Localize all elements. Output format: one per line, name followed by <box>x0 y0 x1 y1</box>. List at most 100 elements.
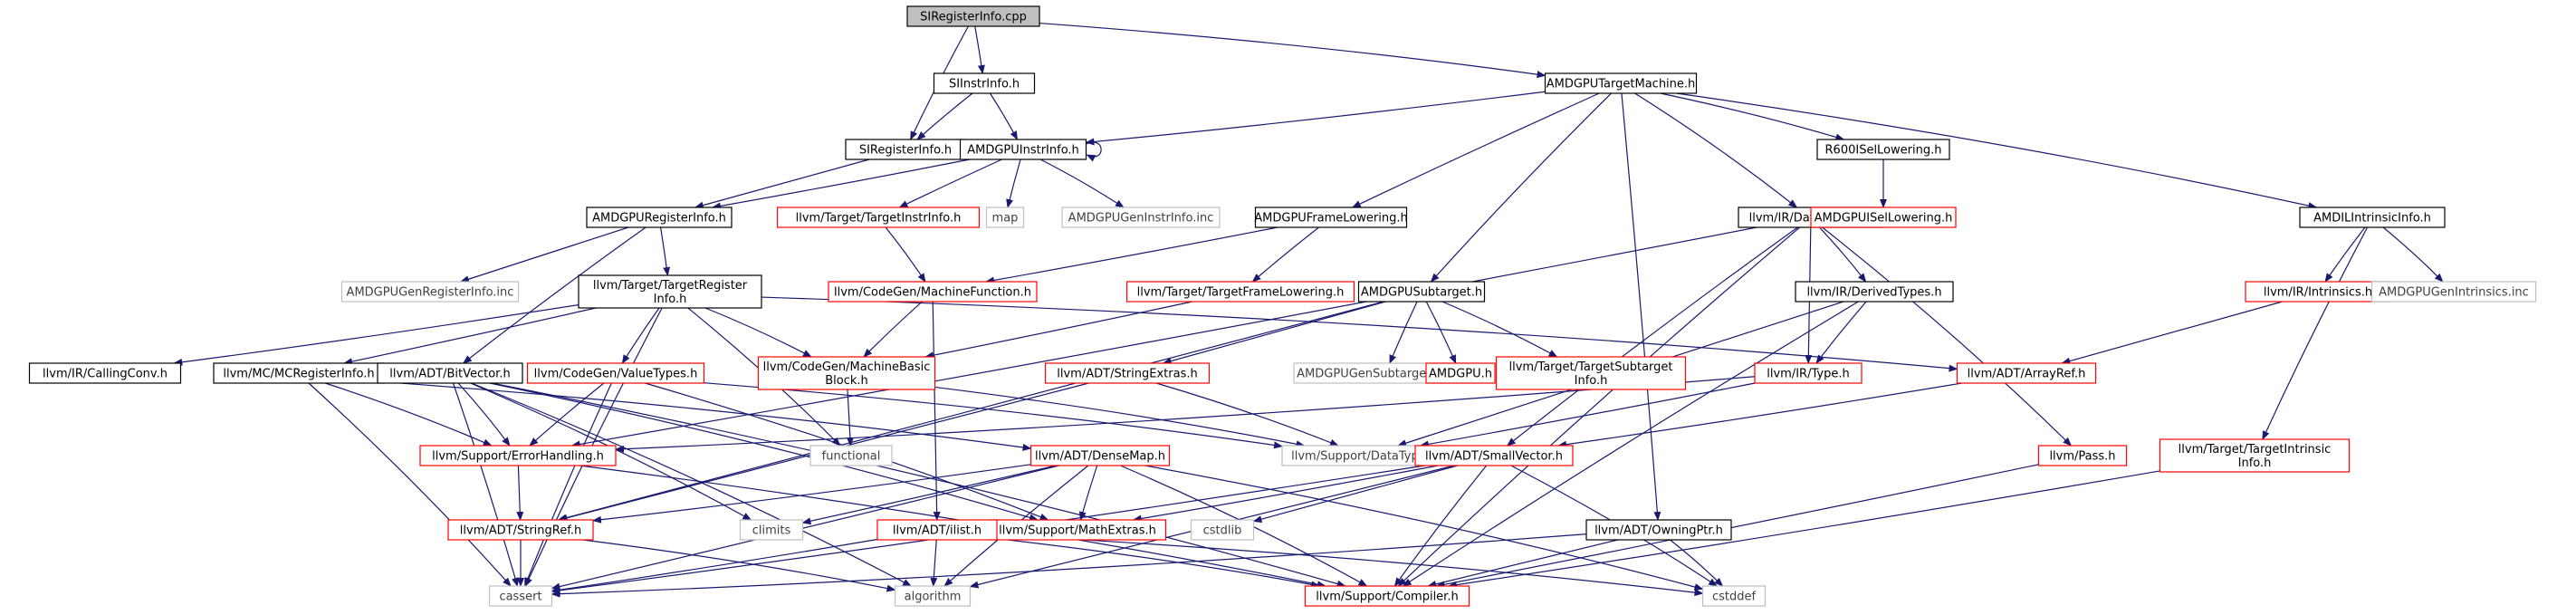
graph-node[interactable]: llvm/ADT/StringExtras.h <box>1044 362 1211 384</box>
node-label: AMDGPU.h <box>1429 368 1492 381</box>
dependency-edge <box>1660 92 1845 141</box>
dependency-edge <box>383 381 1032 451</box>
dependency-edge <box>1393 465 1488 587</box>
graph-node[interactable]: llvm/CodeGen/MachineFunction.h <box>828 281 1038 303</box>
node-label: llvm/ADT/StringExtras.h <box>1057 368 1197 381</box>
node-label: llvm/ADT/ilist.h <box>893 524 982 538</box>
graph-node[interactable]: SIRegisterInfo.h <box>845 139 966 160</box>
graph-node[interactable]: llvm/Support/ErrorHandling.h <box>419 445 617 466</box>
graph-node[interactable]: AMDGPUISelLowering.h <box>1810 207 1957 228</box>
node-label: llvm/IR/DerivedTypes.h <box>1806 286 1941 300</box>
dependency-edge <box>1419 382 1756 448</box>
graph-node[interactable]: llvm/ADT/BitVector.h <box>377 362 523 384</box>
node-box <box>340 281 520 303</box>
graph-node[interactable]: llvm/Support/Compiler.h <box>1304 585 1470 607</box>
dependency-edge <box>930 539 938 587</box>
node-label: llvm/IR/Type.h <box>1767 368 1849 381</box>
node-box <box>578 274 762 309</box>
node-box <box>876 519 998 541</box>
graph-node[interactable]: llvm/ADT/OwningPtr.h <box>1585 519 1732 541</box>
graph-node[interactable]: AMDGPUSubtarget.h <box>1357 281 1486 303</box>
dependency-edge <box>570 226 1757 448</box>
node-box <box>586 207 733 228</box>
node-label: llvm/Target/TargetIntrinsic <box>2179 443 2332 456</box>
graph-node[interactable]: AMDGPUTargetMachine.h <box>1544 72 1698 94</box>
graph-node[interactable]: SIRegisterInfo.cpp <box>906 5 1040 27</box>
dependency-edge <box>694 159 870 209</box>
node-label: llvm/ADT/SmallVector.h <box>1425 450 1563 464</box>
graph-node[interactable]: llvm/Pass.h <box>2037 445 2128 466</box>
graph-node[interactable]: llvm/ADT/ArrayRef.h <box>1956 362 2097 384</box>
dependency-edge <box>452 382 519 587</box>
graph-node[interactable]: AMDGPUInstrInfo.h <box>959 139 1087 160</box>
dependency-edge <box>615 376 1756 453</box>
node-label: llvm/CodeGen/ValueTypes.h <box>534 368 698 381</box>
dependency-edge <box>1430 92 1612 283</box>
dependency-edge <box>974 25 985 74</box>
graph-node[interactable]: llvm/Target/TargetInstrInfo.h <box>776 207 981 228</box>
graph-node[interactable]: llvm/IR/DerivedTypes.h <box>1795 281 1954 303</box>
graph-node: AMDGPUGenInstrInfo.inc <box>1061 207 1221 228</box>
graph-node: llvm/Support/DataTypes.h <box>1281 445 1453 466</box>
dependency-edge <box>1162 301 1386 365</box>
dependency-edge <box>1085 91 1546 146</box>
node-label: Info.h <box>1575 374 1608 388</box>
dependency-edge <box>529 382 605 447</box>
graph-node[interactable]: AMDGPURegisterInfo.h <box>586 207 733 228</box>
dependency-edge <box>524 382 612 587</box>
graph-node[interactable]: AMDILIntrinsicInfo.h <box>2299 207 2446 228</box>
dependency-edge <box>660 226 671 276</box>
dependency-edge <box>1351 92 1600 208</box>
graph-node[interactable]: llvm/ADT/SmallVector.h <box>1414 445 1574 466</box>
graph-node[interactable]: llvm/IR/Type.h <box>1754 362 1863 384</box>
node-box <box>447 519 594 541</box>
node-label: llvm/IR/CallingConv.h <box>43 368 168 381</box>
node-box <box>1956 362 2097 384</box>
dependency-edge <box>1144 465 1704 591</box>
node-box <box>526 362 705 384</box>
graph-node[interactable]: llvm/Support/MathExtras.h <box>988 519 1167 541</box>
node-label: Block.h <box>825 374 868 388</box>
node-box <box>1414 445 1574 466</box>
node-label: AMDGPUGenRegisterInfo.inc <box>347 286 514 300</box>
node-label: llvm/Target/TargetSubtarget <box>1508 360 1672 374</box>
graph-node: AMDGPUGenRegisterInfo.inc <box>340 281 520 303</box>
node-label: llvm/ADT/ArrayRef.h <box>1968 368 2086 381</box>
node-label: llvm/ADT/BitVector.h <box>389 368 510 381</box>
node-label: AMDGPUTargetMachine.h <box>1547 78 1696 91</box>
graph-node[interactable]: llvm/MC/MCRegisterInfo.h <box>213 362 385 384</box>
graph-node[interactable]: llvm/ADT/ilist.h <box>876 519 998 541</box>
node-box <box>1357 281 1486 303</box>
dependency-edge <box>996 533 1704 597</box>
graph-node[interactable]: llvm/ADT/StringRef.h <box>447 519 594 541</box>
dependency-edge <box>1039 22 1547 79</box>
graph-node[interactable]: llvm/Target/TargetFrameLowering.h <box>1125 281 1355 303</box>
node-box <box>985 207 1025 228</box>
graph-node[interactable]: llvm/CodeGen/ValueTypes.h <box>526 362 705 384</box>
edges-layer <box>173 22 2444 598</box>
node-box <box>1029 445 1171 466</box>
graph-node[interactable]: AMDGPUFrameLowering.h <box>1254 207 1408 228</box>
graph-node[interactable]: R600ISelLowering.h <box>1816 139 1950 160</box>
node-label: AMDGPUGenInstrInfo.inc <box>1068 212 1214 226</box>
node-box <box>1544 72 1698 94</box>
node-box <box>1190 519 1255 541</box>
dependency-edge <box>1425 301 1457 364</box>
graph-node[interactable]: SIInstrInfo.h <box>933 72 1036 94</box>
graph-node[interactable]: llvm/ADT/DenseMap.h <box>1029 445 1171 466</box>
node-label: llvm/ADT/DenseMap.h <box>1035 450 1165 464</box>
node-box <box>1044 362 1211 384</box>
dependency-edge <box>985 226 1278 284</box>
graph-node[interactable]: AMDGPU.h <box>1425 362 1496 384</box>
graph-node[interactable]: llvm/IR/Intrinsics.h <box>2245 281 2391 303</box>
node-label: functional <box>822 450 881 464</box>
dependency-edge <box>934 386 1306 448</box>
dependency-edge <box>1557 382 1963 448</box>
node-box <box>2159 438 2351 473</box>
graph-node[interactable]: llvm/IR/CallingConv.h <box>28 362 182 384</box>
dependency-edge <box>621 307 660 364</box>
